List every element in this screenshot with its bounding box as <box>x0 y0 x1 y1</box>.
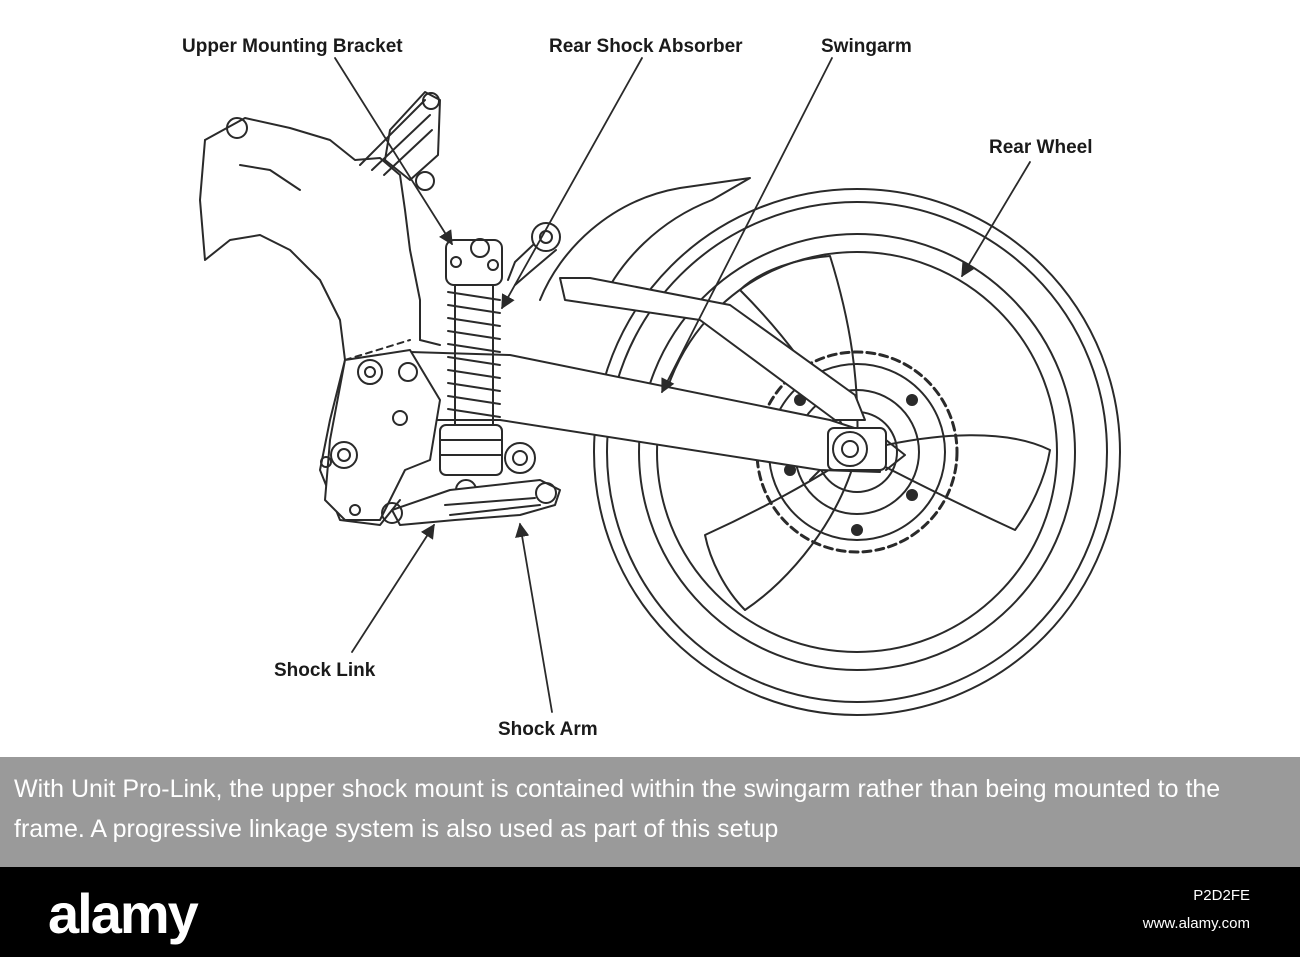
label-upper-mounting-bracket: Upper Mounting Bracket <box>182 36 403 57</box>
shock-absorber <box>439 238 503 501</box>
site-url: www.alamy.com <box>1142 915 1250 932</box>
leader-shock-link <box>351 523 435 653</box>
footer-bar: alamy P2D2FE www.alamy.com <box>0 867 1300 957</box>
rear-wheel <box>593 188 1121 716</box>
leader-rear-shock-absorber <box>501 57 643 310</box>
label-rear-shock-absorber: Rear Shock Absorber <box>549 36 743 57</box>
leader-swingarm <box>661 57 833 394</box>
swingarm <box>344 277 906 481</box>
suspension-diagram: Upper Mounting Bracket Rear Shock Absorb… <box>182 36 1121 740</box>
label-swingarm: Swingarm <box>821 36 912 57</box>
label-rear-wheel: Rear Wheel <box>989 137 1092 158</box>
leader-lines <box>334 57 1031 713</box>
leader-upper-mounting-bracket <box>334 57 453 246</box>
caption-text: With Unit Pro-Link, the upper shock moun… <box>14 775 1221 843</box>
sprocket <box>755 350 959 554</box>
leader-rear-wheel <box>961 161 1031 278</box>
label-shock-arm: Shock Arm <box>498 719 598 740</box>
image-id: P2D2FE <box>1193 887 1250 904</box>
linkage <box>381 442 561 526</box>
rear-fender <box>539 177 751 306</box>
pivot-plate <box>320 349 441 521</box>
caption-bar: With Unit Pro-Link, the upper shock moun… <box>0 757 1300 867</box>
brand-logo: alamy <box>48 882 199 945</box>
label-shock-link: Shock Link <box>274 660 376 681</box>
upper-plate <box>359 91 441 191</box>
leader-shock-arm <box>515 522 553 713</box>
